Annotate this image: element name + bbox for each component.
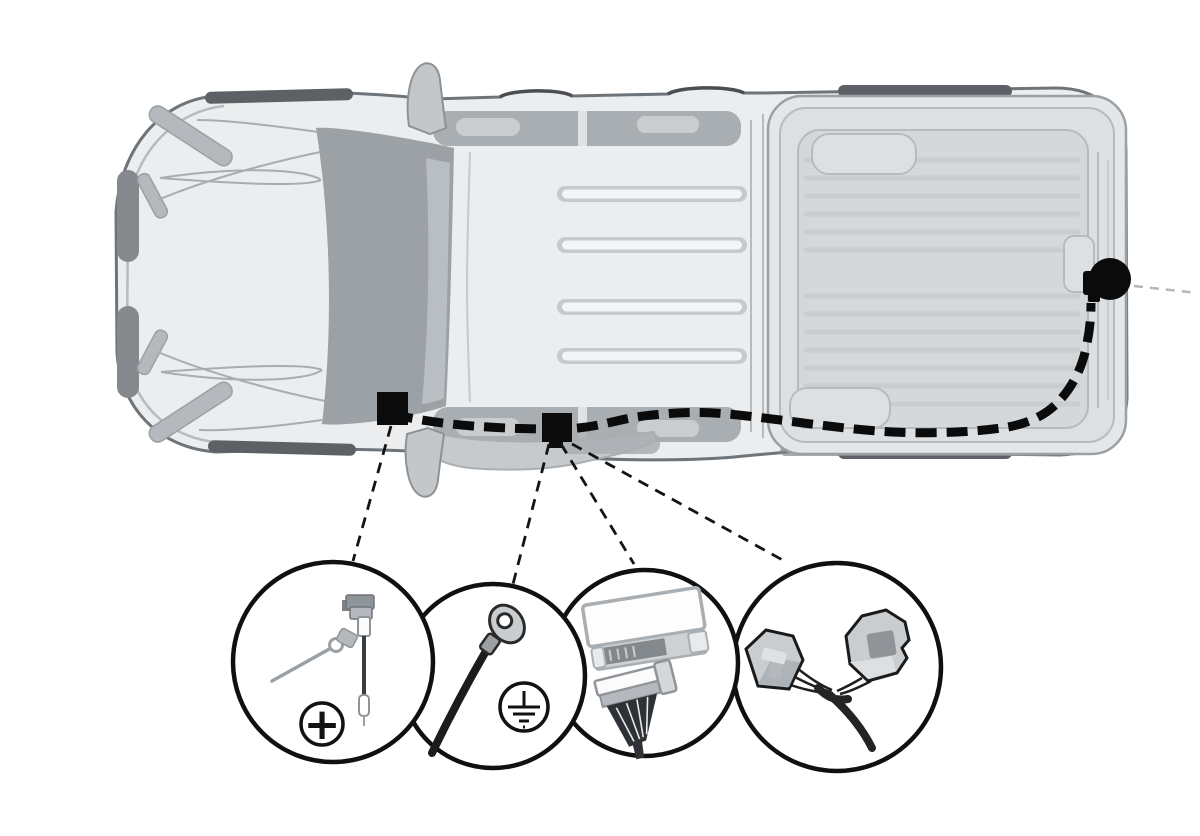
- positive-supply-callout: +: [230, 559, 436, 765]
- connector-plug-right: [844, 608, 911, 683]
- fused-power-lead: [342, 594, 375, 726]
- front-bumper-bar-upper: [117, 170, 139, 262]
- front-bottom-trim: [208, 440, 356, 456]
- front-bumper-bar-lower: [117, 306, 139, 398]
- windshield-highlight: [422, 158, 450, 404]
- cab-roof-ribs: [557, 186, 747, 364]
- bed-rail-top-trim: [838, 85, 1012, 97]
- plus-symbol-text: +: [304, 699, 341, 750]
- leader-to-ground-callout: [510, 443, 551, 589]
- rear-trailer-socket: [1083, 258, 1131, 302]
- leader-to-module-callout: [559, 443, 636, 565]
- front-cab-connection-point: [377, 392, 408, 425]
- leader-to-positive-callout: [351, 425, 393, 562]
- leader-to-connectors-callout: [571, 442, 789, 565]
- harness-cable: [814, 684, 876, 752]
- connector-plug-left: [744, 628, 805, 691]
- windshield: [316, 127, 454, 425]
- module-box: [581, 585, 710, 671]
- door-handle-bumps: [499, 86, 745, 99]
- plus-symbol-badge: +: [299, 699, 345, 750]
- front-top-trim: [205, 88, 353, 104]
- headlights: [136, 105, 233, 443]
- socket-extension-faint-dash: [1133, 284, 1198, 295]
- terminal-pin: [270, 627, 358, 683]
- module-connector-with-wires: [593, 658, 678, 760]
- hood-crease-lines: [157, 119, 331, 432]
- earth-symbol-badge: [498, 681, 550, 733]
- ring-terminal: [479, 603, 526, 656]
- ground-cable: [428, 647, 490, 757]
- cargo-bed: [766, 94, 1128, 456]
- callout-leader-lines: [351, 425, 789, 589]
- control-module-callout: [549, 567, 741, 760]
- rear-cab-seams: [466, 114, 764, 438]
- connector-wires: [787, 667, 872, 696]
- harness-connectors-callout: [730, 560, 944, 774]
- rear-door-sill-shade: [560, 432, 660, 454]
- bed-floor-ribs: [803, 157, 1081, 407]
- mirror-top: [406, 62, 448, 136]
- vehicle-top-view: [114, 62, 1129, 498]
- door-sill-connection-point: [542, 413, 572, 448]
- wheel-notch-top: [811, 133, 917, 175]
- ground-connection-callout: [398, 581, 588, 771]
- earth-ground-icon: [508, 691, 540, 729]
- mirror-bottom: [404, 426, 446, 498]
